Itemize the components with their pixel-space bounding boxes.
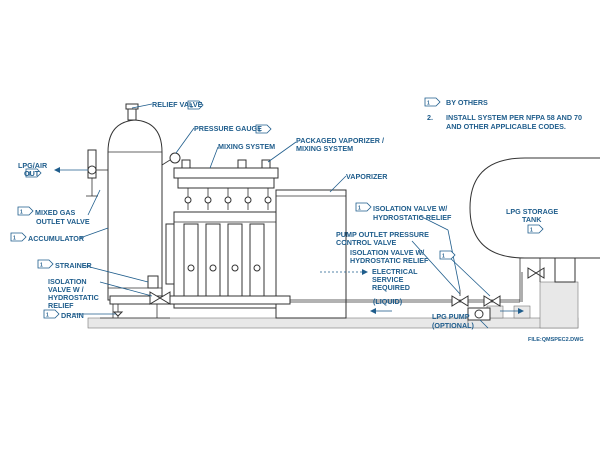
liquid-flow-arrow <box>370 308 524 314</box>
relief-valve-label: RELIEF VALVE <box>152 100 203 109</box>
flag-isolation-right-bottom: 1 <box>439 250 456 260</box>
lpg-tank-label-2: TANK <box>522 215 542 224</box>
svg-text:1: 1 <box>40 263 43 269</box>
liquid-line <box>109 272 523 305</box>
svg-text:1: 1 <box>20 210 23 216</box>
pump-outlet-pressure-control-valve <box>451 290 469 307</box>
strainer <box>147 275 159 289</box>
lpg-air-out-label-2: OUT <box>24 169 40 178</box>
lpg-pump <box>467 307 491 321</box>
svg-text:1: 1 <box>258 128 261 134</box>
isolation-left-label-3: HYDROSTATIC <box>48 293 99 302</box>
electrical-label-2: SERVICE <box>372 275 404 284</box>
tank-isolation-valve <box>527 267 545 279</box>
flag-drain: 1 <box>43 309 60 319</box>
svg-text:1: 1 <box>358 206 361 212</box>
electrical-label-1: ELECTRICAL <box>372 267 418 276</box>
flag-lpg-tank: 1 <box>527 224 544 234</box>
drain-label: DRAIN <box>61 311 84 320</box>
svg-text:1: 1 <box>190 104 193 110</box>
svg-text:1: 1 <box>530 228 533 234</box>
vaporizer-columns <box>165 211 277 309</box>
lpg-pump-label-1: LPG PUMP <box>432 312 470 321</box>
pressure-gauge-label: PRESSURE GAUGE <box>194 124 262 133</box>
isolation-left-label-1: ISOLATION <box>48 277 87 286</box>
flag-lpg-air-out: 1 <box>25 168 42 178</box>
flag-accumulator: 1 <box>10 232 27 242</box>
svg-text:1: 1 <box>427 101 430 107</box>
note-2-text-1: INSTALL SYSTEM PER NFPA 58 AND 70 <box>446 113 582 122</box>
mixing-system <box>173 159 279 210</box>
isolation-left-label-2: VALVE W / <box>48 285 84 294</box>
note-flags: 1 1 1 1 1 1 1 1 <box>10 97 544 319</box>
flag-pressure-gauge: 1 <box>255 124 272 134</box>
pump-outlet-label-1: PUMP OUTLET PRESSURE <box>336 230 429 239</box>
isolation-left-label-4: RELIEF <box>48 301 74 310</box>
labels: RELIEF VALVE PRESSURE GAUGE MIXING SYSTE… <box>18 100 558 330</box>
isolation-valve-right <box>483 295 501 307</box>
lpg-storage-tank <box>469 157 600 283</box>
flag-strainer: 1 <box>37 259 54 269</box>
drain <box>112 304 124 318</box>
packaged-vaporizer-label-2: MIXING SYSTEM <box>296 144 353 153</box>
mixed-gas-label-2: OUTLET VALVE <box>36 217 90 226</box>
mixed-gas-label-1: MIXED GAS <box>35 208 76 217</box>
vaporizer-label: VAPORIZER <box>346 172 388 181</box>
note-1-text: BY OTHERS <box>446 98 488 107</box>
svg-text:1: 1 <box>46 313 49 319</box>
isolation-right-top-label-2: HYDROSTATIC RELIEF <box>373 213 452 222</box>
notes: BY OTHERS 2. INSTALL SYSTEM PER NFPA 58 … <box>427 98 582 131</box>
svg-text:1: 1 <box>442 254 445 260</box>
pressure-gauge <box>161 152 181 166</box>
lpg-air-out-arrow <box>54 167 88 173</box>
note-2-number: 2. <box>427 113 433 122</box>
isolation-right-top-label-1: ISOLATION VALVE W/ <box>373 204 447 213</box>
accumulator-tank <box>100 103 170 319</box>
mixing-system-label: MIXING SYSTEM <box>218 142 275 151</box>
file-label: FILE:QMSPEC2.DWG <box>528 337 584 343</box>
flag-note-1: 1 <box>424 97 441 107</box>
packaged-vaporizer-label-1: PACKAGED VAPORIZER / <box>296 136 384 145</box>
liquid-label: (LIQUID) <box>373 297 403 306</box>
flag-relief-valve: 1 <box>187 100 204 110</box>
flag-mixed-gas: 1 <box>17 206 34 216</box>
leader-lines <box>72 103 491 329</box>
svg-text:1: 1 <box>13 236 16 242</box>
flag-isolation-right-top: 1 <box>355 202 372 212</box>
lpg-tank-label-1: LPG STORAGE <box>506 207 558 216</box>
isolation-valve-left <box>149 291 171 305</box>
svg-text:1: 1 <box>28 172 31 178</box>
mixed-gas-outlet-valve <box>86 149 108 197</box>
electrical-service-arrow <box>320 269 368 275</box>
isolation-right-bottom-label-2: HYDROSTATIC RELIEF <box>350 256 429 265</box>
note-2-text-2: AND OTHER APPLICABLE CODES. <box>446 122 566 131</box>
accumulator-label: ACCUMULATOR <box>28 234 85 243</box>
electrical-label-3: REQUIRED <box>372 283 410 292</box>
strainer-label: STRAINER <box>55 261 93 270</box>
isolation-right-bottom-label-1: ISOLATION VALVE W/ <box>350 248 424 257</box>
pump-outlet-label-2: CONTROL VALVE <box>336 238 397 247</box>
lpg-pump-label-2: (OPTIONAL) <box>432 321 475 330</box>
lpg-air-out-label-1: LPG/AIR <box>18 161 48 170</box>
